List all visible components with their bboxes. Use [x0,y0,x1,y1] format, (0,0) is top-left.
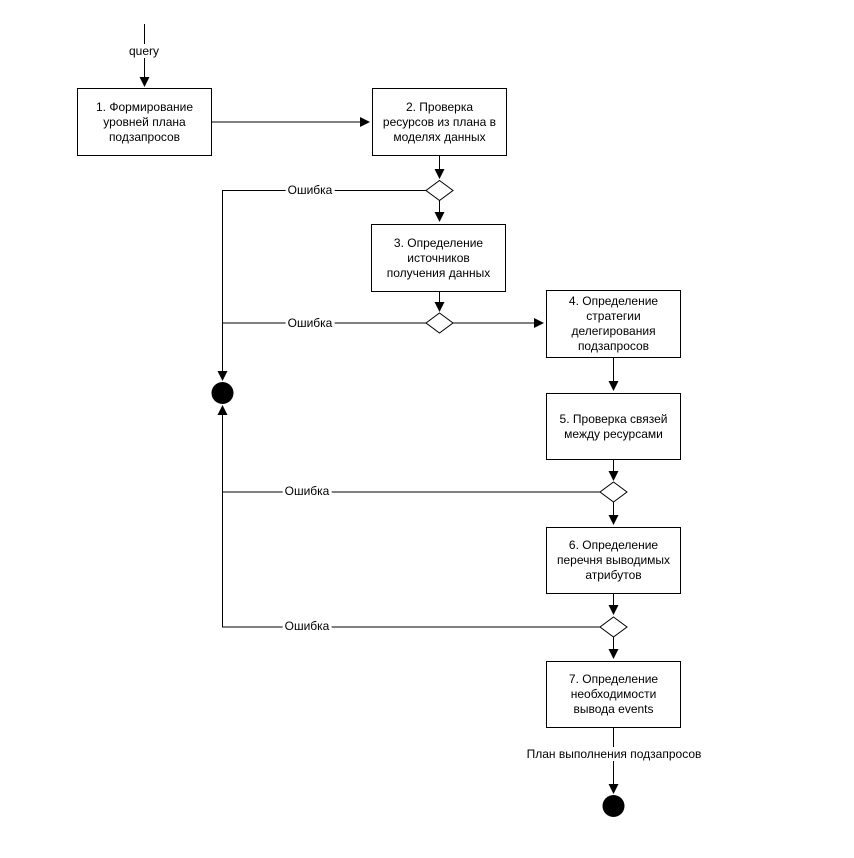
edge-label-output-plan: План выполнения подзапросов [524,747,704,761]
decision-diamond-4 [599,616,628,638]
activity-node-1: 1. Формирование уровней плана подзапросо… [77,88,212,156]
activity-node-6: 6. Определение перечня выводимых атрибут… [546,527,681,594]
activity-node-2: 2. Проверка ресурсов из плана в моделях … [372,88,507,156]
decision-diamond-3 [599,481,628,503]
activity-node-7: 7. Определение необходимости вывода even… [546,661,681,728]
edge-label-error-2: Ошибка [285,316,335,330]
error-merge-node [211,382,234,404]
edge-label-error-1: Ошибка [285,183,335,197]
error-edge-1 [217,190,426,381]
edge-label-error-3: Ошибка [282,484,332,498]
edge-label-query: query [126,44,162,58]
edge-label-error-4: Ошибка [282,619,332,633]
final-node [602,795,625,817]
decision-diamond-2 [425,312,454,334]
decision-diamond-1 [425,179,454,202]
error-edge-4 [217,405,600,628]
activity-node-4: 4. Определение стратегии делегирования п… [546,290,681,358]
activity-node-3: 3. Определение источников получения данн… [371,224,506,292]
activity-node-5: 5. Проверка связей между ресурсами [546,393,681,460]
